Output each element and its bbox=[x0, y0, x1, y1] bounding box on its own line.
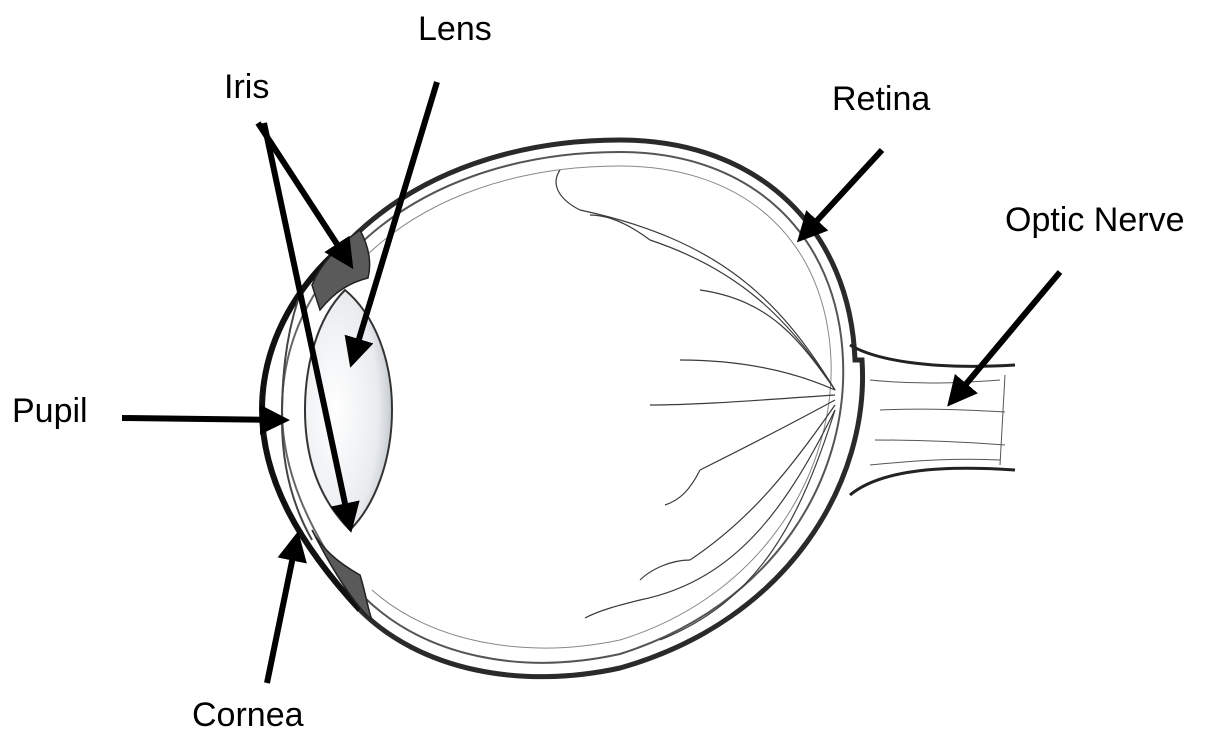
label-pupil: Pupil bbox=[12, 394, 88, 428]
label-optic-nerve: Optic Nerve bbox=[1005, 203, 1185, 237]
eyeball bbox=[350, 140, 863, 677]
lens-arrow bbox=[352, 82, 437, 362]
pupil-arrow bbox=[122, 418, 284, 420]
iris-upper-arrow bbox=[258, 123, 350, 264]
retinal-vessels bbox=[556, 170, 835, 640]
optic-nerve bbox=[850, 345, 1015, 495]
label-iris: Iris bbox=[224, 70, 269, 104]
sclera-innermost bbox=[360, 166, 831, 648]
lens bbox=[305, 290, 392, 530]
iris-lower bbox=[312, 530, 372, 620]
retina-arrow bbox=[801, 150, 882, 238]
label-retina: Retina bbox=[832, 82, 930, 116]
lens-body bbox=[305, 290, 392, 530]
label-lens: Lens bbox=[418, 12, 492, 46]
label-cornea: Cornea bbox=[192, 698, 304, 732]
sclera-outer bbox=[350, 140, 863, 677]
optic-nerve-arrow bbox=[951, 272, 1060, 402]
optic-nerve-lower bbox=[850, 468, 1015, 495]
cornea-arrow bbox=[267, 537, 297, 683]
